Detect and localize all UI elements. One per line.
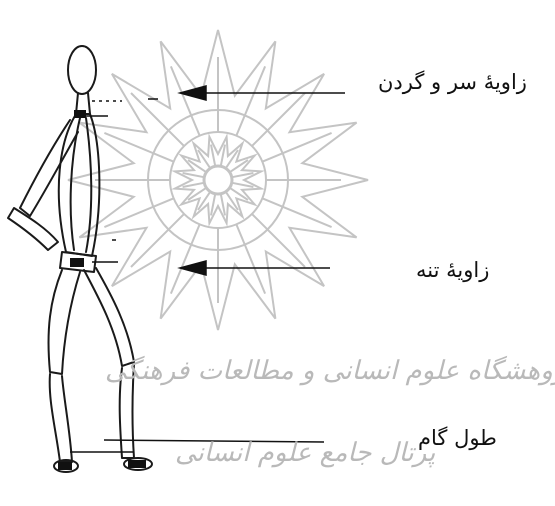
back-thigh [49, 270, 81, 374]
label-head-neck-angle: زاویهٔ سر و گردن [378, 70, 527, 94]
rosette-inner-polygon [175, 137, 261, 223]
watermark-text-line2: پرتال جامع علوم انسانی [175, 438, 435, 468]
watermark-text-line1: پژوهشگاه علوم انسانی و مطالعات فرهنگی [105, 356, 555, 386]
watermark-rosette [68, 30, 368, 330]
toe-marker-back [58, 462, 72, 470]
rosette-center [204, 166, 232, 194]
front-thigh [84, 268, 134, 366]
rosette-inner-star [175, 137, 261, 223]
rosette-outer-star [68, 30, 368, 330]
forearm [8, 208, 58, 250]
back-shin [50, 374, 72, 462]
upper-arm [20, 120, 78, 216]
rosette-ring-inner [170, 132, 266, 228]
hip-marker [70, 258, 84, 267]
label-trunk-angle: زاویهٔ تنه [416, 258, 489, 282]
neck-marker [74, 110, 86, 118]
head [68, 46, 96, 94]
label-step-length: طول گام [418, 426, 497, 450]
toe-marker-front [128, 460, 146, 468]
